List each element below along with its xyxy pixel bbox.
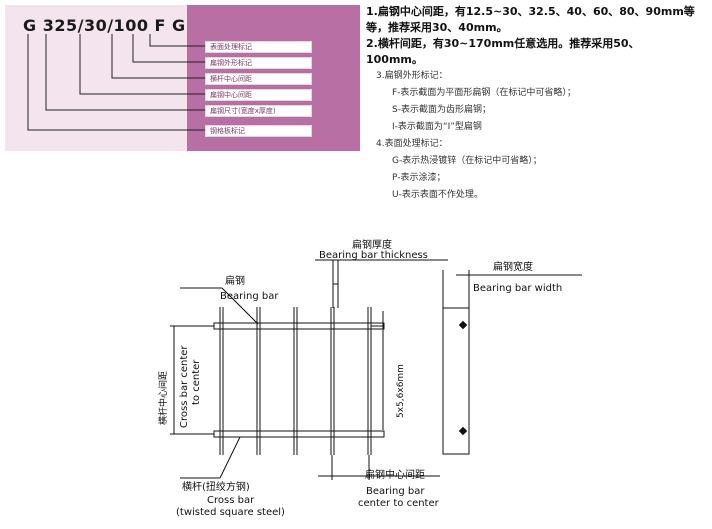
designation-code-panel: G 325/30/100 F G 表面处理标记 扁钢外形标记 横杆中心间距 扁钢…	[0, 0, 360, 152]
thickness-en-label: Bearing bar thickness	[319, 250, 428, 261]
bb-center-en-label-1: Bearing bar	[366, 486, 425, 497]
cross-center-en-label-2: to center	[191, 359, 202, 405]
cross-center-en-label-1: Cross bar center	[179, 345, 190, 428]
bb-center-cn-label: 扁钢中心间距	[365, 468, 425, 481]
cross-bar-cn-label: 横杆(扭绞方钢)	[182, 480, 250, 493]
bearing-bar-cn-label: 扁钢	[225, 274, 245, 287]
note-2-line-2: 100mm。	[366, 53, 423, 66]
notes-section: 1.扁钢中心间距，有12.5~30、32.5、40、60、80、90mm等 等，…	[366, 4, 708, 204]
bb-center-en-label-2: center to center	[358, 498, 440, 509]
cross-bar-en-label-1: Cross bar	[207, 495, 255, 506]
width-cn-label: 扁钢宽度	[493, 260, 533, 273]
designation-code: G 325/30/100 F G	[23, 16, 186, 35]
label-cross-bar-pitch: 横杆中心间距	[205, 73, 312, 85]
label-surface-treatment: 表面处理标记	[205, 41, 312, 53]
label-bearing-bar-shape: 扁钢外形标记	[205, 57, 312, 69]
cross-center-cn-label: 横杆中心间距	[157, 371, 169, 425]
note-4-item-g: G-表示热浸镀锌（在标记中可省略）；	[392, 156, 542, 166]
code-leader-lines	[27, 34, 205, 131]
grating-diagram: 扁钢 Bearing bar 扁钢厚度 Bearing bar thicknes…	[157, 238, 582, 518]
cross-bar-en-label-2: (twisted square steel)	[176, 507, 285, 518]
note-1-line-1: 1.扁钢中心间距，有12.5~30、32.5、40、60、80、90mm等	[366, 5, 695, 18]
label-grating-mark: 钢格板标记	[205, 125, 312, 137]
note-2-line-1: 2.横杆间距，有30~170mm任意选用。推荐采用50、	[366, 37, 640, 50]
note-3-item-s: S-表示截面为齿形扁钢；	[392, 105, 491, 115]
note-3-heading: 3.扁钢外形标记：	[376, 71, 448, 81]
note-1-line-2: 等，推荐采用30、40mm。	[366, 21, 508, 34]
note-4-item-u: U-表示表面不作处理。	[392, 190, 483, 200]
note-3-item-f: F-表示截面为平面形扁钢（在标记中可省略）；	[392, 88, 576, 98]
note-3-item-i: I-表示截面为“I”型扁钢	[392, 122, 482, 132]
bearing-bar-en-label: Bearing bar	[220, 291, 279, 302]
width-en-label: Bearing bar width	[473, 283, 562, 294]
note-4-heading: 4.表面处理标记：	[376, 139, 448, 149]
thickness-cn-label: 扁钢厚度	[352, 238, 392, 251]
note-4-item-p: P-表示涂漆；	[392, 173, 446, 183]
label-bearing-bar-pitch: 扁钢中心间距	[205, 89, 312, 101]
label-bearing-bar-size: 扁钢尺寸(宽度x厚度)	[205, 105, 312, 117]
size-label: 5x5,6x6mm	[396, 364, 406, 418]
